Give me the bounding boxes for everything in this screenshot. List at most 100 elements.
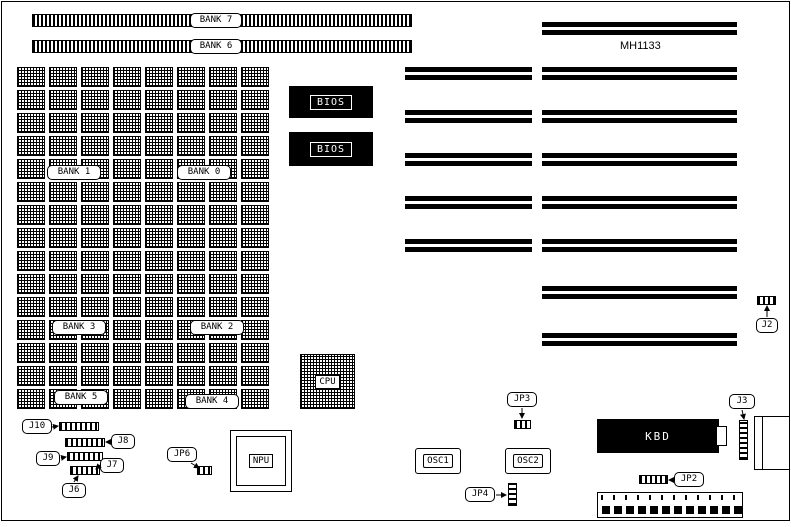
- bank2-label: BANK 2: [190, 320, 244, 335]
- dram-chip-array: [17, 67, 273, 415]
- dram-chip: [17, 274, 45, 294]
- power-pin: [662, 506, 670, 514]
- dram-chip: [49, 182, 77, 202]
- dram-chip: [177, 136, 205, 156]
- dram-chip: [145, 67, 173, 87]
- dram-chip: [209, 67, 237, 87]
- power-pin: [734, 506, 742, 514]
- j7-label: J7: [100, 458, 124, 473]
- dram-chip: [17, 320, 45, 340]
- dram-chip: [113, 182, 141, 202]
- dram-chip: [113, 205, 141, 225]
- dram-chip: [241, 297, 269, 317]
- dram-chip: [49, 67, 77, 87]
- isa-slot: [405, 153, 532, 166]
- dram-chip: [17, 389, 45, 409]
- jumper-pins-jp4: [508, 483, 517, 506]
- isa-slot: [405, 196, 532, 209]
- dram-chip: [145, 389, 173, 409]
- dram-chip: [81, 366, 109, 386]
- dram-chip: [177, 297, 205, 317]
- j10-label: J10: [22, 419, 52, 434]
- jumper-pins-jp3: [514, 420, 531, 429]
- dram-chip: [81, 205, 109, 225]
- dram-chip: [49, 113, 77, 133]
- dram-chip: [145, 159, 173, 179]
- dram-chip: [17, 136, 45, 156]
- bios-bottom-label: BIOS: [309, 141, 353, 157]
- dram-chip: [241, 136, 269, 156]
- dram-chip: [113, 343, 141, 363]
- dram-chip: [81, 228, 109, 248]
- dram-chip: [209, 366, 237, 386]
- isa-slot: [405, 67, 532, 80]
- power-connector: [597, 492, 743, 518]
- dram-chip: [209, 297, 237, 317]
- isa-slot: [542, 22, 737, 35]
- dram-chip: [81, 251, 109, 271]
- bank3-label: BANK 3: [52, 320, 106, 335]
- jumper-pins-j7-j6: [70, 466, 100, 475]
- jumper-pins-j8: [65, 438, 105, 447]
- dram-chip: [113, 90, 141, 110]
- dram-chip: [177, 251, 205, 271]
- oscillator-osc2: OSC2: [505, 448, 551, 474]
- dram-chip: [209, 90, 237, 110]
- dram-chip: [241, 389, 269, 409]
- jp3-label: JP3: [507, 392, 537, 407]
- dram-chip: [241, 343, 269, 363]
- dram-chip: [241, 159, 269, 179]
- power-pin: [698, 506, 706, 514]
- dram-chip: [145, 90, 173, 110]
- j2-label: J2: [756, 318, 778, 333]
- osc1-label: OSC1: [423, 454, 453, 468]
- dram-chip: [177, 343, 205, 363]
- dram-chip: [113, 389, 141, 409]
- dram-chip: [81, 274, 109, 294]
- osc2-label: OSC2: [513, 454, 543, 468]
- cpu-socket: CPU: [300, 354, 355, 409]
- jumper-pins-jp6: [197, 466, 212, 475]
- dram-chip: [145, 320, 173, 340]
- dram-chip: [177, 366, 205, 386]
- dram-chip: [241, 320, 269, 340]
- dram-chip: [113, 228, 141, 248]
- power-connector-ticks: [601, 495, 739, 500]
- dram-chip: [209, 228, 237, 248]
- dram-chip: [241, 228, 269, 248]
- dram-chip: [145, 297, 173, 317]
- din-connector-line: [762, 417, 763, 469]
- dram-chip: [81, 136, 109, 156]
- dram-chip: [49, 343, 77, 363]
- dram-chip: [49, 274, 77, 294]
- dram-chip: [177, 182, 205, 202]
- dram-chip: [209, 113, 237, 133]
- npu-socket: NPU: [230, 430, 292, 492]
- dram-chip: [177, 274, 205, 294]
- dram-chip: [241, 205, 269, 225]
- j3-label: J3: [729, 394, 755, 409]
- isa-slot: [542, 239, 737, 252]
- dram-chip: [113, 67, 141, 87]
- dram-chip: [209, 343, 237, 363]
- dram-chip: [17, 366, 45, 386]
- power-pin: [602, 506, 610, 514]
- dram-chip: [49, 251, 77, 271]
- jp4-label: JP4: [465, 487, 495, 502]
- isa-slot: [405, 239, 532, 252]
- dram-chip: [113, 297, 141, 317]
- bank1-label: BANK 1: [47, 165, 101, 180]
- dram-chip: [209, 136, 237, 156]
- dram-chip: [17, 205, 45, 225]
- power-pin: [722, 506, 730, 514]
- cpu-label: CPU: [315, 374, 340, 389]
- dram-chip: [81, 182, 109, 202]
- dram-chip: [177, 228, 205, 248]
- dram-chip: [81, 90, 109, 110]
- j6-label: J6: [62, 483, 86, 498]
- dram-chip: [145, 205, 173, 225]
- dram-chip: [81, 297, 109, 317]
- dram-chip: [81, 113, 109, 133]
- npu-label: NPU: [248, 454, 274, 468]
